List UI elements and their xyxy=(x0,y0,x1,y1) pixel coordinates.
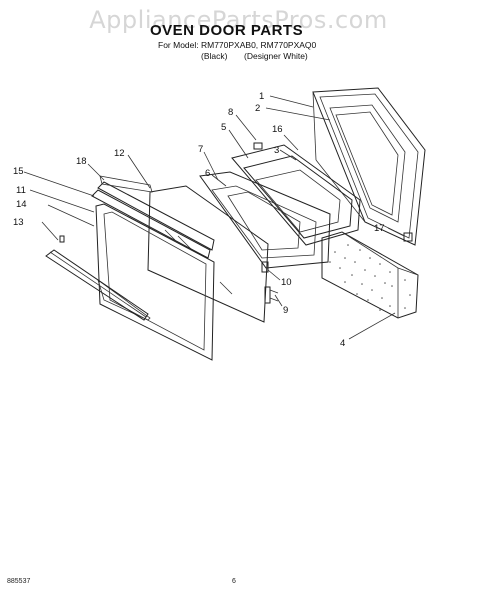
callout-5: 5 xyxy=(221,122,226,133)
callout-labels: 1 2 3 4 5 6 7 8 9 10 11 12 13 14 15 16 1… xyxy=(13,91,385,349)
small-parts xyxy=(59,142,413,304)
model-line: For Model: RM770PXAB0, RM770PXAQ0 xyxy=(158,40,317,50)
callout-10: 10 xyxy=(281,277,292,288)
callout-12: 12 xyxy=(114,148,125,159)
callout-1: 1 xyxy=(259,91,264,102)
finish-white: (Designer White) xyxy=(244,51,308,61)
inner-panels xyxy=(231,144,361,246)
watermark: AppliancePartsPros.com xyxy=(89,6,388,34)
callout-3: 3 xyxy=(274,145,279,156)
leader-lines xyxy=(23,95,405,340)
window-pack xyxy=(199,171,331,269)
callout-13: 13 xyxy=(13,217,24,228)
callout-9: 9 xyxy=(283,305,288,316)
insulation-block xyxy=(321,231,419,319)
callout-8: 8 xyxy=(228,107,233,118)
front-door-frame xyxy=(95,203,215,361)
callout-18: 18 xyxy=(76,156,87,167)
callout-6: 6 xyxy=(205,168,210,179)
footer-code: 885537 xyxy=(7,578,31,585)
callout-11: 11 xyxy=(16,185,26,196)
callout-15: 15 xyxy=(13,166,24,177)
finish-black: (Black) xyxy=(201,51,228,61)
callout-7: 7 xyxy=(198,144,203,155)
callout-14: 14 xyxy=(16,199,27,210)
door-handle xyxy=(91,175,215,259)
glass-panel xyxy=(147,185,269,323)
footer-page-number: 6 xyxy=(232,578,236,585)
callout-4: 4 xyxy=(340,338,345,349)
bottom-trim xyxy=(45,249,149,321)
callout-16: 16 xyxy=(272,124,283,135)
page-title: OVEN DOOR PARTS xyxy=(150,22,304,39)
callout-2: 2 xyxy=(255,103,260,114)
callout-17: 17 xyxy=(374,223,385,234)
